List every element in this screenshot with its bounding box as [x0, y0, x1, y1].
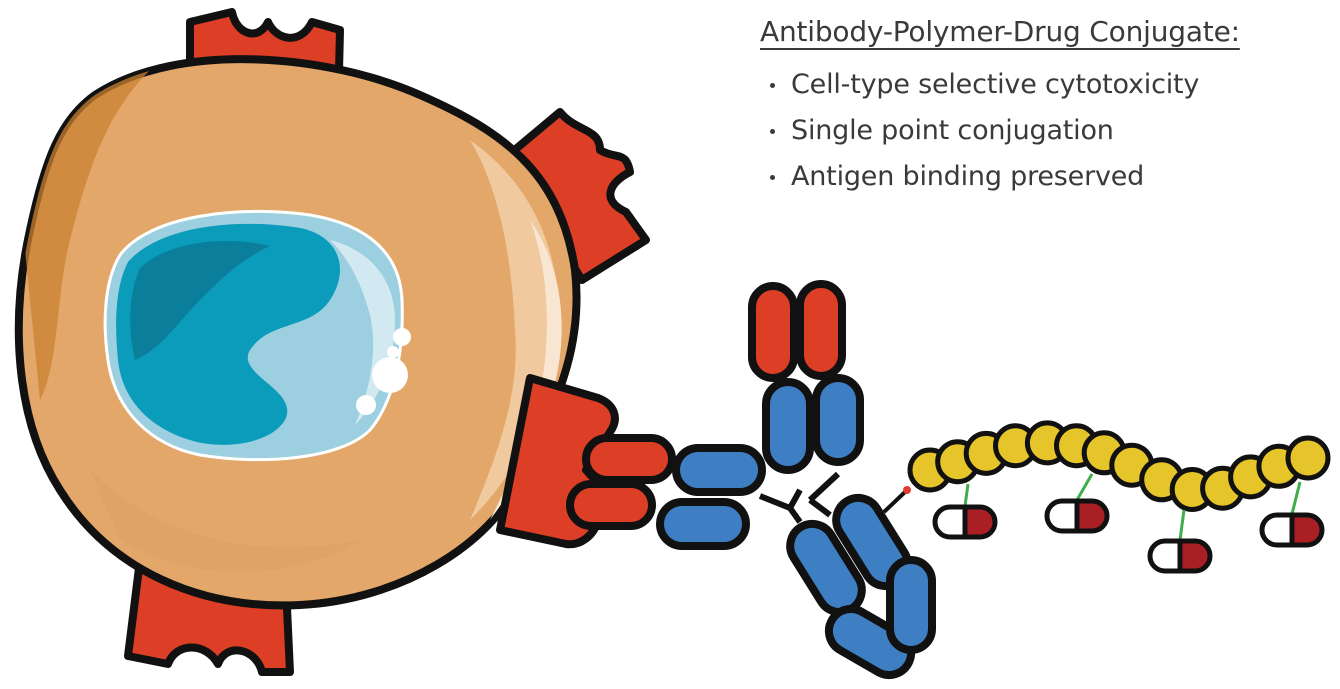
capsule-red-half — [1074, 498, 1110, 534]
heavy-chain-segment — [656, 498, 750, 550]
polymer-chain — [907, 420, 1331, 512]
drug-linker — [1075, 473, 1094, 501]
vesicle — [387, 346, 399, 358]
capsule-red-half — [962, 504, 998, 540]
drug-payload — [1147, 509, 1213, 574]
caption-bullet: Single point conjugation — [760, 108, 1330, 154]
drug-linker — [963, 483, 970, 507]
capsule-red-half — [1177, 538, 1213, 574]
drug-payload — [1259, 481, 1325, 548]
bullet-icon — [770, 82, 775, 88]
drug-payload — [1044, 473, 1110, 534]
heavy-chain-segment — [672, 444, 766, 496]
heavy-chain-segment — [762, 378, 814, 474]
bullet-icon — [770, 128, 775, 134]
heavy-chain-segment — [886, 556, 936, 654]
polymer-unit — [1285, 435, 1331, 481]
antibody-fc — [786, 493, 936, 679]
antibody-polymer-linker — [882, 486, 911, 514]
caption-bullet: Cell-type selective cytotoxicity — [760, 62, 1330, 108]
cell-inner-band — [90, 470, 360, 572]
capsule-white-half — [932, 504, 968, 540]
caption-bullet-list: Cell-type selective cytotoxicity Single … — [760, 62, 1330, 200]
nucleus — [103, 209, 411, 462]
light-chain-segment — [748, 282, 798, 382]
vesicle — [393, 328, 411, 346]
heavy-chain-segment — [824, 605, 916, 679]
antibody-hinge — [758, 471, 841, 524]
drug-payload — [932, 483, 998, 540]
light-chain-segment — [796, 280, 846, 380]
antibody-fab-left — [566, 434, 766, 550]
drug-payloads — [932, 473, 1325, 574]
light-chain-segment — [566, 480, 656, 530]
vesicle — [356, 395, 376, 415]
caption-box: Antibody-Polymer-Drug Conjugate: Cell-ty… — [760, 12, 1330, 200]
capsule-white-half — [1044, 498, 1080, 534]
drug-linker — [1290, 481, 1302, 515]
drug-linker — [1178, 509, 1186, 541]
capsule-red-half — [1289, 512, 1325, 548]
caption-title: Antibody-Polymer-Drug Conjugate: — [760, 15, 1240, 48]
cell-shadow — [20, 70, 150, 400]
bullet-icon — [770, 174, 775, 180]
heavy-chain-segment — [812, 374, 864, 466]
antibody-fab-top — [748, 280, 864, 474]
vesicle — [372, 357, 408, 393]
caption-bullet: Antigen binding preserved — [760, 154, 1330, 200]
capsule-white-half — [1147, 538, 1183, 574]
light-chain-segment — [582, 434, 676, 484]
capsule-white-half — [1259, 512, 1295, 548]
receptor-upper-right — [501, 108, 650, 284]
